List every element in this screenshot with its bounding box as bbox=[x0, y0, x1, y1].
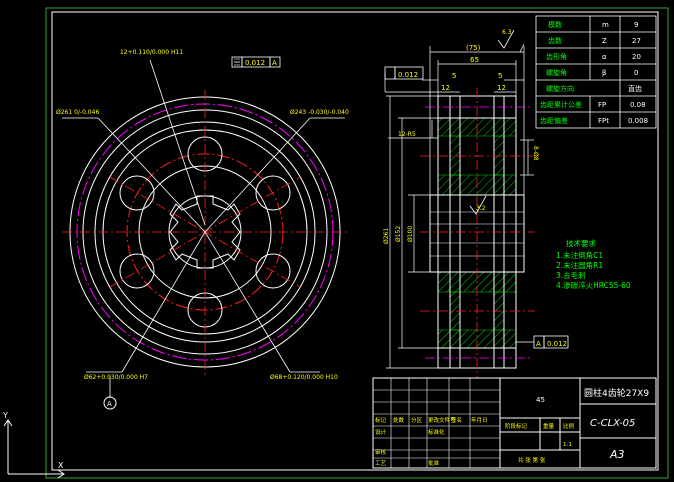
dim-5b: 5 bbox=[498, 72, 502, 80]
dim-75: (75) bbox=[466, 44, 481, 52]
dim-top-left: 12+0.110/0.000 H11 bbox=[120, 49, 183, 56]
tech-req-line-2: 2.未注圆角R1 bbox=[556, 260, 603, 270]
svg-text:批准: 批准 bbox=[428, 459, 440, 467]
tech-req-line-1: 1.未注倒角C1 bbox=[556, 250, 603, 260]
svg-text:年月日: 年月日 bbox=[471, 416, 488, 424]
svg-text:比例: 比例 bbox=[563, 422, 575, 430]
svg-text:α: α bbox=[602, 53, 607, 61]
svg-text:更改文件号: 更改文件号 bbox=[428, 416, 456, 424]
svg-text:阶段标记: 阶段标记 bbox=[505, 422, 528, 430]
ucs-icon bbox=[3, 419, 65, 479]
drawing-no: C-CLX-05 bbox=[590, 418, 635, 429]
params-table-text: 模数 m 9 齿数 Z 27 齿形角 α 20 螺旋角 β 0 螺旋方向 直齿 … bbox=[540, 20, 648, 125]
svg-text:螺旋方向: 螺旋方向 bbox=[546, 84, 574, 93]
svg-text:0.008: 0.008 bbox=[628, 117, 648, 125]
tol-bottom-datum: A bbox=[536, 340, 541, 348]
tol-top: 0.012 bbox=[398, 71, 418, 79]
dim-left: Ø261 0/-0.046 bbox=[56, 109, 99, 116]
part-name: 圆柱4齿轮27X9 bbox=[584, 387, 649, 399]
scale-qty: 45 bbox=[536, 396, 545, 404]
roughness-symbol-2: 3.2 bbox=[476, 205, 486, 212]
dim-65: 65 bbox=[470, 56, 479, 64]
inner-frame bbox=[51, 11, 659, 471]
tol-frame-datum: A bbox=[272, 59, 277, 67]
dim-d1: Ø261 bbox=[383, 228, 390, 244]
svg-text:标准化: 标准化 bbox=[428, 428, 445, 436]
dim-5a: 5 bbox=[452, 72, 456, 80]
svg-text:Z: Z bbox=[602, 37, 607, 45]
svg-text:齿形角: 齿形角 bbox=[546, 52, 567, 61]
svg-text:FP: FP bbox=[598, 101, 606, 109]
dim-d2: Ø152 bbox=[395, 226, 402, 242]
roughness-symbol: 6.3 bbox=[502, 29, 512, 36]
tech-req-line-3: 3.去毛刺 bbox=[556, 270, 586, 280]
svg-text:共 张 第 张: 共 张 第 张 bbox=[518, 456, 546, 464]
svg-text:审核: 审核 bbox=[375, 448, 387, 456]
params-table bbox=[535, 15, 657, 129]
dim-r5: 12-R5 bbox=[398, 131, 416, 138]
svg-text:分区: 分区 bbox=[411, 416, 423, 424]
svg-text:0: 0 bbox=[634, 69, 638, 77]
tol-frame-value: 0.012 bbox=[245, 59, 265, 67]
title-block bbox=[372, 377, 657, 469]
outer-frame bbox=[45, 7, 669, 479]
sheet-size: A3 bbox=[609, 448, 625, 461]
dim-bottom-right: Ø68+0.120/0.000 H10 bbox=[270, 374, 338, 381]
svg-text:齿距累计公差: 齿距累计公差 bbox=[540, 100, 582, 109]
svg-text:9: 9 bbox=[634, 21, 638, 29]
svg-text:Y: Y bbox=[2, 411, 8, 420]
svg-text:X: X bbox=[58, 461, 64, 470]
svg-text:签名: 签名 bbox=[451, 416, 462, 424]
svg-text:β: β bbox=[602, 69, 606, 77]
svg-text:齿数: 齿数 bbox=[548, 36, 562, 45]
svg-text:20: 20 bbox=[632, 53, 641, 61]
tol-bottom: 0.012 bbox=[547, 340, 567, 348]
datum-a-circle bbox=[103, 396, 117, 410]
svg-text:重量: 重量 bbox=[543, 422, 555, 430]
side-view bbox=[384, 29, 569, 378]
svg-text:设计: 设计 bbox=[375, 428, 387, 436]
svg-text:1:1: 1:1 bbox=[563, 442, 572, 448]
dim-d3: Ø100 bbox=[407, 226, 414, 242]
svg-text:直齿: 直齿 bbox=[628, 84, 642, 93]
dim-right: Ø243 -0.030/-0.040 bbox=[290, 109, 349, 116]
tech-requirements: 技术要求 1.未注倒角C1 2.未注圆角R1 3.去毛刺 4.渗碳淬火HRC55… bbox=[556, 238, 631, 290]
svg-text:m: m bbox=[602, 21, 609, 29]
dim-bottom-left: Ø62+0.030/0.000 H7 bbox=[84, 374, 148, 381]
svg-text:27: 27 bbox=[632, 37, 641, 45]
svg-text:0.08: 0.08 bbox=[630, 101, 646, 109]
svg-text:模数: 模数 bbox=[548, 20, 562, 29]
tech-req-line-4: 4.渗碳淬火HRC55-60 bbox=[556, 280, 631, 290]
datum-a-label: A bbox=[107, 400, 112, 408]
svg-text:FPt: FPt bbox=[598, 117, 609, 125]
dim-12a: 12 bbox=[441, 84, 450, 92]
side-vertical-dims: 8-Ø8 Ø261 Ø152 Ø100 bbox=[383, 146, 539, 244]
dim-8: 8-Ø8 bbox=[532, 146, 539, 161]
svg-text:工艺: 工艺 bbox=[375, 460, 387, 467]
svg-text:螺旋角: 螺旋角 bbox=[546, 68, 567, 77]
tech-req-title: 技术要求 bbox=[566, 238, 596, 248]
svg-text:齿距偏差: 齿距偏差 bbox=[540, 116, 568, 125]
svg-text:标记: 标记 bbox=[375, 416, 387, 424]
dim-12b: 12 bbox=[497, 84, 506, 92]
front-view bbox=[62, 56, 348, 410]
title-block-labels: 标记 处数 分区 更改文件号 签名 年月日 设计 标准化 审核 工艺 批准 阶段… bbox=[375, 416, 575, 467]
svg-text:处数: 处数 bbox=[393, 416, 405, 424]
